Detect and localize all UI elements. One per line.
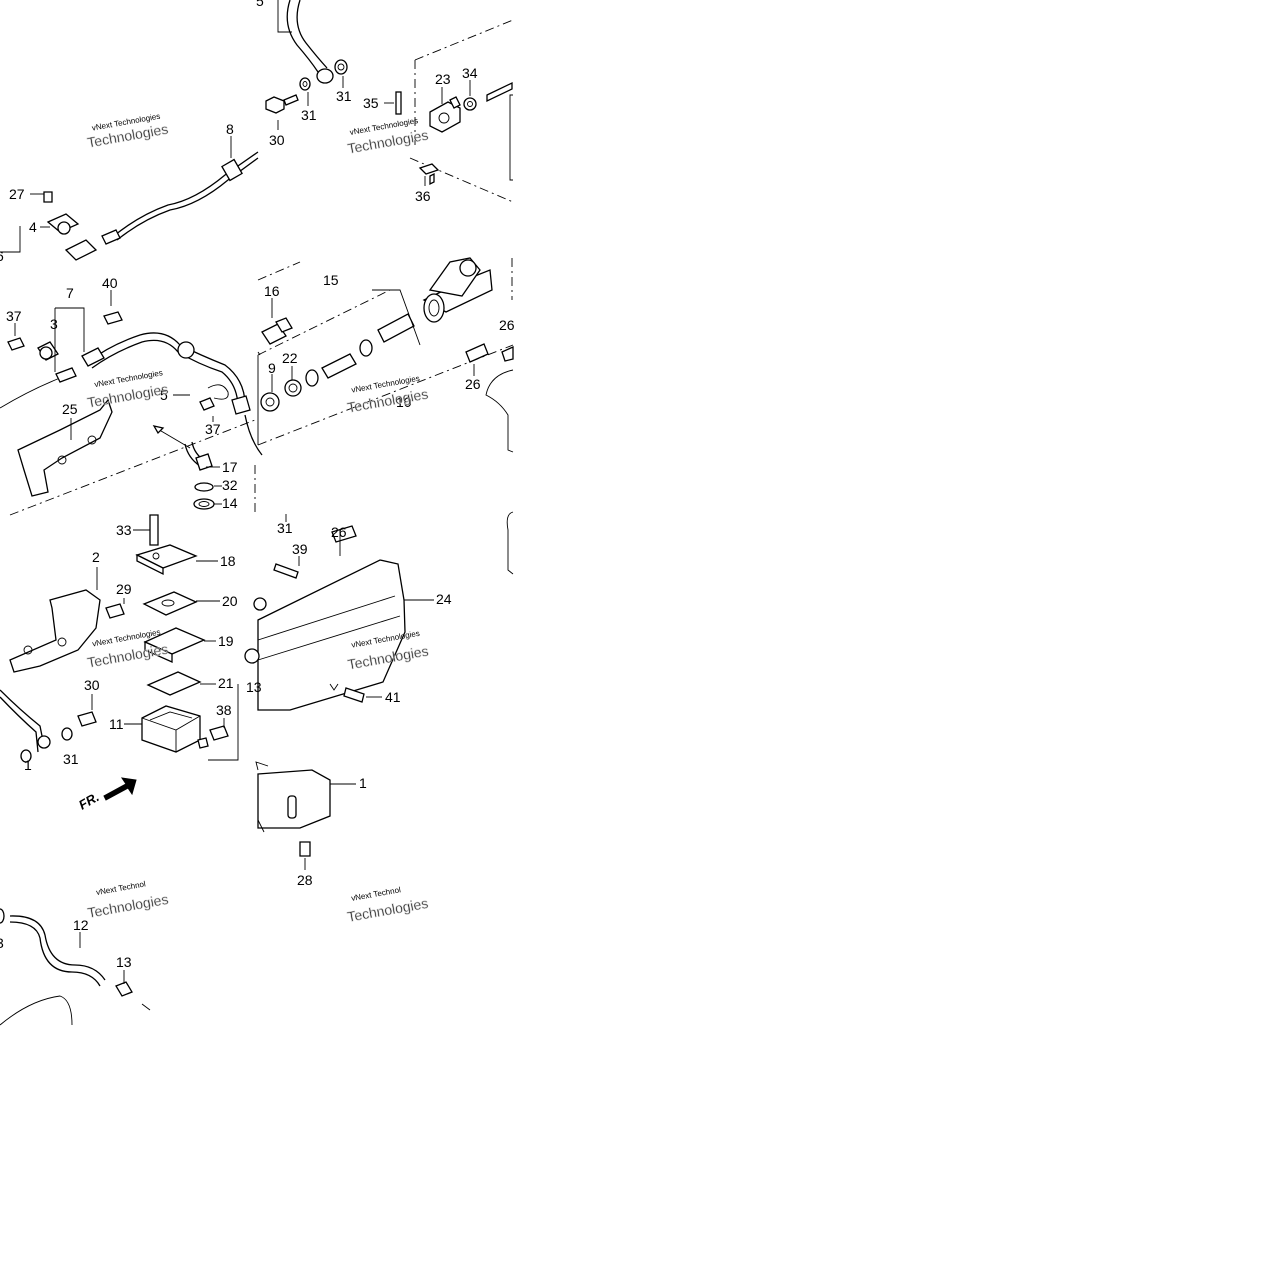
callout-39: 39 xyxy=(292,541,308,557)
callout-13-a: 13 xyxy=(246,679,262,695)
callout-29: 29 xyxy=(116,581,132,597)
callout-1: 1 xyxy=(359,775,367,791)
lower-cover xyxy=(255,761,331,857)
callout-36: 36 xyxy=(415,188,431,204)
parking-brake-cable xyxy=(0,151,259,261)
callout-35: 35 xyxy=(363,95,379,111)
watermark-5: Technologies vNext Technologies xyxy=(86,628,170,671)
brake-hose-middle xyxy=(0,307,263,456)
callout-13-b: 13 xyxy=(116,954,132,970)
callout-23: 23 xyxy=(435,71,451,87)
watermark-3: Technologies vNext Technologies xyxy=(86,368,170,411)
front-direction-arrow: FR. xyxy=(76,777,137,813)
callout-12: 12 xyxy=(73,917,89,933)
callout-30-top: 30 xyxy=(269,132,285,148)
callout-labels: 5 31 31 30 35 23 34 36 8 27 4 6 40 15 16… xyxy=(0,0,515,970)
callout-40: 40 xyxy=(102,275,118,291)
callout-41: 41 xyxy=(385,689,401,705)
callout-31-c: 31 xyxy=(277,520,293,536)
master-cylinder-piston xyxy=(257,289,421,445)
callout-4: 4 xyxy=(29,219,37,235)
callout-37-a: 37 xyxy=(6,308,22,324)
caliper-bracket xyxy=(395,81,513,186)
watermark-7: Technologies vNext Technol xyxy=(86,879,170,921)
watermark-8: Technologies vNext Technol xyxy=(346,885,430,925)
reservoir-cover xyxy=(244,559,406,711)
callout-5-top: 5 xyxy=(256,0,264,9)
callout-38: 38 xyxy=(216,702,232,718)
watermark-4: Technologies vNext Technologies xyxy=(346,374,430,416)
master-cylinder-body xyxy=(422,257,493,323)
callout-26-b: 26 xyxy=(465,376,481,392)
watermark-2: Technologies vNext Technologies xyxy=(346,116,430,157)
callout-31-b: 31 xyxy=(301,107,317,123)
callout-5-mid: 5 xyxy=(160,387,168,403)
reservoir-cap-stack xyxy=(135,514,239,761)
joint-and-washers xyxy=(152,425,215,510)
stay-plate xyxy=(17,398,113,497)
bracket-left xyxy=(0,589,125,763)
callout-2: 2 xyxy=(92,549,100,565)
callout-31-d: 31 xyxy=(63,751,79,767)
callout-16: 16 xyxy=(264,283,280,299)
callout-28: 28 xyxy=(297,872,313,888)
callout-1-left: 1 xyxy=(24,757,32,773)
callout-3-b: 3 xyxy=(0,935,4,951)
watermark-1: Technologies vNext Technologies xyxy=(86,112,170,151)
callout-26-a: 26 xyxy=(499,317,515,333)
callout-26-c: 26 xyxy=(331,524,347,540)
callout-7: 7 xyxy=(66,285,74,301)
brake-hose-upper xyxy=(265,0,348,114)
callout-32: 32 xyxy=(222,477,238,493)
callout-8: 8 xyxy=(226,121,234,137)
callout-30-b: 30 xyxy=(84,677,100,693)
watermarks: Technologies vNext Technologies Technolo… xyxy=(86,112,430,925)
callout-37-b: 37 xyxy=(205,421,221,437)
callout-22: 22 xyxy=(282,350,298,366)
callout-31-a: 31 xyxy=(336,88,352,104)
callout-34: 34 xyxy=(462,65,478,81)
callout-15: 15 xyxy=(323,272,339,288)
callout-21: 21 xyxy=(218,675,234,691)
callout-10: 10 xyxy=(396,394,412,410)
callout-11: 11 xyxy=(109,716,124,732)
callout-3-a: 3 xyxy=(50,316,58,332)
front-label: FR. xyxy=(76,789,102,812)
callout-18: 18 xyxy=(220,553,236,569)
callout-25: 25 xyxy=(62,401,78,417)
callout-9: 9 xyxy=(268,360,276,376)
callout-33: 33 xyxy=(116,522,132,538)
leader-lines xyxy=(14,76,475,984)
grommets xyxy=(331,343,514,543)
reservoir-shell xyxy=(485,369,514,575)
callout-17: 17 xyxy=(222,459,238,475)
callout-6: 6 xyxy=(0,248,4,264)
callout-19: 19 xyxy=(218,633,234,649)
svg-text:vNext Technol: vNext Technol xyxy=(95,879,146,897)
callout-27: 27 xyxy=(9,186,25,202)
brake-hose-lower xyxy=(0,908,151,1026)
callout-14: 14 xyxy=(222,495,238,511)
callout-24: 24 xyxy=(436,591,452,607)
callout-20: 20 xyxy=(222,593,238,609)
